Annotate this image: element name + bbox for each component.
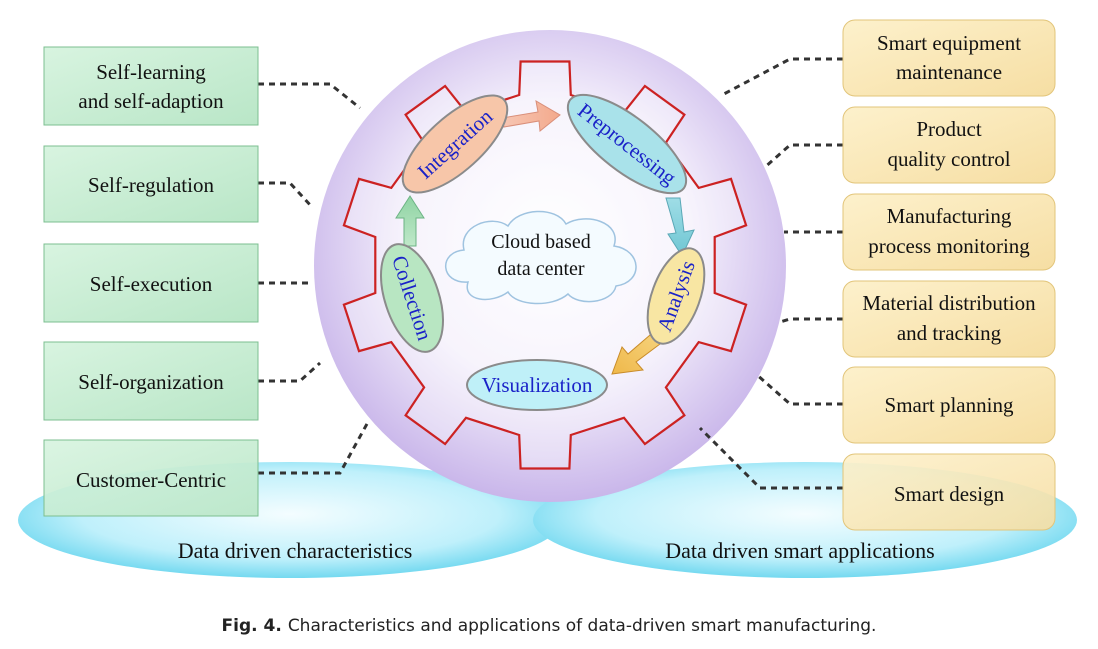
application-material-distribution: Material distribution and tracking [842, 280, 1056, 358]
characteristic-label: Self-regulation [88, 173, 214, 197]
connector-material [779, 317, 843, 324]
connector-equipment [721, 57, 843, 97]
arrow-analysis-to-visualization [611, 334, 661, 375]
characteristic-self-learning: Self-learning and self-adaption [43, 46, 259, 126]
application-label-line1: Manufacturing [887, 204, 1012, 228]
characteristic-self-execution: Self-execution [43, 243, 259, 323]
characteristic-label-line2: and self-adaption [78, 89, 224, 113]
connector-self-organization [258, 361, 322, 383]
arrow-preprocessing-to-analysis [665, 197, 695, 258]
application-label: Smart design [894, 482, 1005, 506]
application-smart-planning: Smart planning [842, 366, 1056, 444]
applications-list: Smart equipment maintenance Product qual… [842, 19, 1056, 531]
application-label-line1: Smart equipment [877, 31, 1021, 55]
characteristic-self-regulation: Self-regulation [43, 145, 259, 223]
figure-caption: Fig. 4.Characteristics and applications … [0, 616, 1098, 636]
arrow-integration-to-preprocessing [501, 100, 561, 132]
connector-self-learning [258, 82, 361, 110]
applications-base-label: Data driven smart applications [665, 538, 934, 563]
connectors [258, 57, 843, 490]
characteristic-label-line1: Self-learning [96, 60, 206, 84]
characteristic-self-organization: Self-organization [43, 341, 259, 421]
application-smart-design: Smart design [842, 453, 1056, 531]
application-label-line1: Material distribution [862, 291, 1036, 315]
center-title-line1: Cloud based [491, 231, 590, 253]
arrow-collection-to-integration [395, 195, 425, 247]
characteristics-base-label: Data driven characteristics [178, 538, 413, 563]
connector-customer-centric [258, 421, 370, 475]
characteristic-label: Self-organization [78, 370, 224, 394]
application-quality-control: Product quality control [842, 106, 1056, 184]
connector-design [698, 426, 843, 490]
collection-node: Collection [380, 243, 444, 353]
application-label-line2: maintenance [896, 60, 1002, 84]
characteristics-list: Self-learning and self-adaption Self-reg… [43, 46, 259, 517]
connector-self-regulation [258, 181, 314, 209]
application-label-line1: Product [916, 117, 981, 141]
characteristic-customer-centric: Customer-Centric [43, 439, 259, 517]
visualization-node: Visualization [466, 359, 608, 411]
figure-caption-text: Characteristics and applications of data… [287, 616, 877, 636]
application-label-line2: quality control [887, 147, 1010, 171]
connector-quality [763, 143, 843, 170]
characteristic-label: Self-execution [90, 272, 213, 296]
connector-planning [755, 372, 843, 406]
characteristic-label: Customer-Centric [76, 468, 226, 492]
visualization-label: Visualization [482, 373, 593, 397]
center-title-line2: data center [497, 258, 584, 280]
cloud-icon [445, 210, 637, 305]
application-label: Smart planning [885, 393, 1014, 417]
application-label-line2: and tracking [897, 321, 1002, 345]
figure-label: Fig. 4. [221, 616, 282, 636]
application-equipment-maintenance: Smart equipment maintenance [842, 19, 1056, 97]
application-label-line2: process monitoring [868, 234, 1030, 258]
application-process-monitoring: Manufacturing process monitoring [842, 193, 1056, 271]
